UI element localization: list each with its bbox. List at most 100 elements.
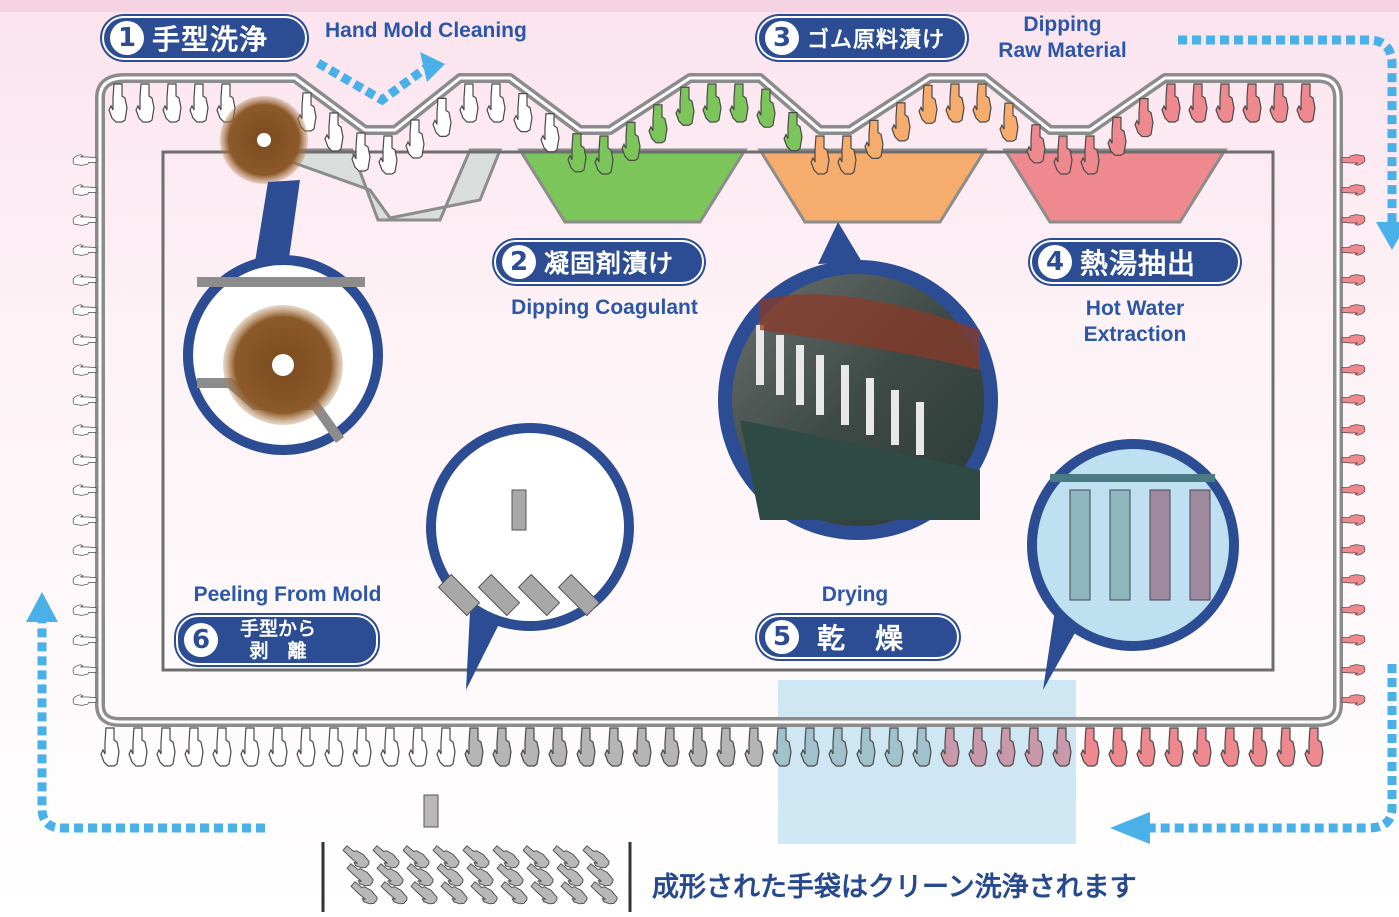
glove <box>492 727 512 767</box>
glove <box>72 184 97 196</box>
step6-english: Peeling From Mold <box>193 583 382 606</box>
step6-number: 6 <box>184 623 218 657</box>
glove <box>1341 574 1366 586</box>
step3-pill: 3 ゴム原料漬け <box>757 16 967 60</box>
glove <box>72 634 97 646</box>
step1-pill: 1 手型洗浄 <box>102 16 307 60</box>
glove <box>1341 244 1366 256</box>
glove <box>1080 727 1100 767</box>
step5-number: 5 <box>765 620 799 654</box>
glove <box>1341 334 1366 346</box>
glove <box>550 842 582 872</box>
top-band <box>0 0 1399 12</box>
glove <box>100 727 120 767</box>
step1-english: Hand Mold Cleaning <box>325 19 527 42</box>
glove <box>1161 83 1181 123</box>
glove <box>72 214 97 226</box>
glove <box>729 83 749 123</box>
glove <box>430 842 462 872</box>
glove <box>1341 214 1366 226</box>
step6-pill: 6 手型から 剥 離 <box>176 615 378 665</box>
glove <box>520 842 552 872</box>
glove <box>324 112 344 152</box>
glove <box>189 83 209 123</box>
glove <box>352 727 372 767</box>
glove <box>1341 454 1366 466</box>
step3-english-line2: Raw Material <box>998 39 1127 62</box>
glove <box>621 121 641 161</box>
step3-english-line1: Dipping <box>1023 13 1102 36</box>
raw-material-tank <box>757 148 988 224</box>
glove <box>716 727 736 767</box>
glove <box>405 119 425 159</box>
glove <box>436 727 456 767</box>
glove <box>744 727 764 767</box>
step4-pill: 4 熱湯抽出 <box>1030 240 1240 284</box>
glove <box>459 83 479 123</box>
glove <box>604 727 624 767</box>
glove <box>72 454 97 466</box>
glove <box>1341 634 1366 646</box>
arrow-cleaning-dotted <box>315 59 433 106</box>
glove <box>432 97 452 137</box>
glove <box>72 574 97 586</box>
glove <box>1341 424 1366 436</box>
glove <box>340 842 372 872</box>
glove <box>864 119 884 159</box>
glove <box>999 102 1019 142</box>
glove <box>162 83 182 123</box>
glove <box>1341 364 1366 376</box>
step4-label: 熱湯抽出 <box>1080 247 1197 280</box>
glove <box>1341 184 1366 196</box>
glove <box>268 727 288 767</box>
glove <box>72 244 97 256</box>
finished-glove-pile <box>340 842 620 908</box>
glove <box>72 664 97 676</box>
glove <box>1341 514 1366 526</box>
glove <box>1341 604 1366 616</box>
glove <box>72 544 97 556</box>
callout-dipping-photo <box>718 222 998 540</box>
glove <box>945 83 965 123</box>
glove <box>400 842 432 872</box>
glove <box>156 727 176 767</box>
glove <box>972 83 992 123</box>
glove <box>702 83 722 123</box>
glove <box>1192 727 1212 767</box>
glove <box>460 842 492 872</box>
glove <box>1242 83 1262 123</box>
step4-english-line2: Extraction <box>1083 323 1187 346</box>
cleaning-tank <box>257 148 503 222</box>
glove <box>324 727 344 767</box>
glove <box>212 727 232 767</box>
glove <box>1269 83 1289 123</box>
step2-number: 2 <box>502 245 536 279</box>
glove <box>1341 154 1366 166</box>
glove <box>1341 664 1366 676</box>
step6-label-line2: 剥 離 <box>249 640 307 662</box>
step2-label: 凝固剤漬け <box>544 249 675 278</box>
glove <box>72 394 97 406</box>
glove <box>72 364 97 376</box>
glove <box>72 304 97 316</box>
step5-english: Drying <box>821 583 889 606</box>
step5-label: 乾 燥 <box>817 622 905 655</box>
step1-number: 1 <box>110 21 144 55</box>
step4-english: Hot Water Extraction <box>1040 296 1230 348</box>
step2-english: Dipping Coagulant <box>511 296 698 319</box>
glove <box>1341 304 1366 316</box>
glove <box>548 727 568 767</box>
glove <box>1341 544 1366 556</box>
falling-glove <box>423 794 439 828</box>
glove <box>490 842 522 872</box>
glove <box>464 727 484 767</box>
inner-frame <box>161 150 1275 672</box>
step5-pill: 5 乾 燥 <box>757 615 959 659</box>
glove <box>660 727 680 767</box>
glove <box>1304 727 1324 767</box>
arrow-head-cleaning <box>420 52 445 82</box>
glove <box>1248 727 1268 767</box>
glove <box>370 842 402 872</box>
step4-number: 4 <box>1038 245 1072 279</box>
